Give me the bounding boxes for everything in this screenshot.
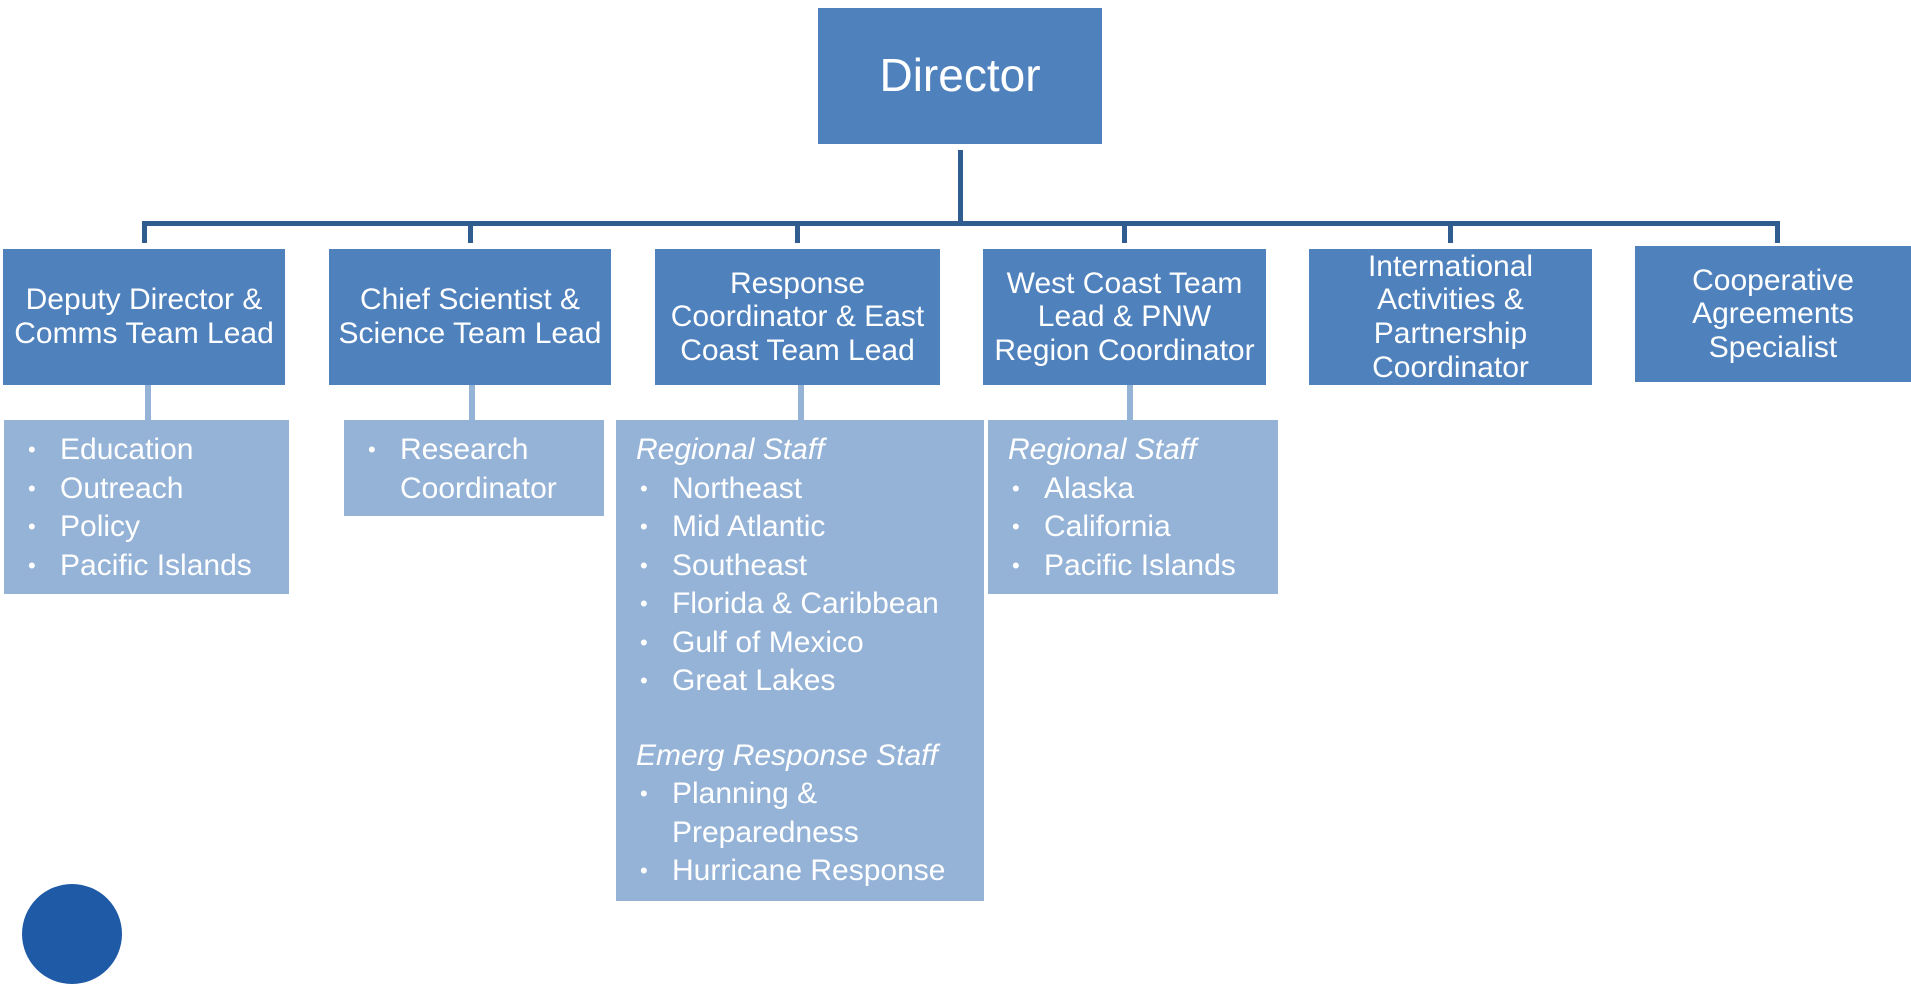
list-item: •Outreach: [28, 471, 184, 505]
list-item: •Pacific Islands: [1012, 548, 1236, 582]
position-box-cooperative: Cooperative Agreements Specialist: [1635, 246, 1911, 382]
logo: [22, 884, 122, 984]
connector-list-3: [798, 385, 804, 420]
position-title: Cooperative Agreements Specialist: [1692, 263, 1854, 364]
list-item: •Pacific Islands: [28, 548, 252, 582]
position-box-chief-scientist: Chief Scientist & Science Team Lead: [329, 249, 611, 385]
list-deputy: •Education •Outreach •Policy •Pacific Is…: [4, 420, 289, 594]
emergency-staff-heading: Emerg Response Staff: [636, 738, 938, 772]
list-item: •Hurricane Response: [640, 854, 946, 887]
position-title: Response Coordinator & East Coast Team L…: [670, 266, 925, 367]
list-science: •Research Coordinator: [344, 420, 604, 516]
list-item: •Northeast: [640, 471, 803, 505]
list-item: •Great Lakes: [640, 664, 836, 697]
list-item: •California: [1012, 510, 1171, 543]
position-title: West Coast Team Lead & PNW Region Coordi…: [994, 266, 1255, 367]
position-box-international: International Activities & Partnership C…: [1309, 249, 1592, 385]
connector-drop-6: [1775, 221, 1780, 243]
list-item: •Research Coordinator: [368, 433, 557, 505]
position-title: Chief Scientist & Science Team Lead: [338, 283, 602, 350]
list-item: •Planning & Preparedness: [640, 777, 859, 849]
director-title: Director: [879, 49, 1041, 102]
connector-horizontal: [142, 221, 1780, 226]
list-item: •Education: [28, 433, 194, 466]
connector-list-2: [469, 385, 475, 420]
director-box: Director: [818, 8, 1102, 144]
list-item: •Southeast: [640, 548, 808, 582]
list-item: •Florida & Caribbean: [640, 587, 939, 620]
list-item: •Policy: [28, 510, 141, 543]
list-westcoast: Regional Staff •Alaska •California •Paci…: [988, 420, 1278, 594]
list-item: •Alaska: [1012, 471, 1135, 505]
connector-drop-3: [795, 221, 800, 243]
connector-director-down: [958, 150, 963, 224]
position-box-west-coast: West Coast Team Lead & PNW Region Coordi…: [983, 249, 1266, 385]
connector-drop-1: [142, 221, 147, 243]
list-item: •Gulf of Mexico: [640, 625, 864, 659]
connector-list-1: [145, 385, 151, 420]
connector-list-4: [1127, 385, 1133, 420]
connector-drop-2: [468, 221, 473, 243]
list-response: Regional Staff •Northeast •Mid Atlantic …: [616, 420, 984, 901]
list-item: •Mid Atlantic: [640, 510, 826, 543]
position-box-response-coordinator: Response Coordinator & East Coast Team L…: [655, 249, 940, 385]
position-title: Deputy Director & Comms Team Lead: [14, 283, 274, 350]
position-box-deputy: Deputy Director & Comms Team Lead: [3, 249, 285, 385]
connector-drop-4: [1122, 221, 1127, 243]
position-title: International Activities & Partnership C…: [1367, 249, 1534, 384]
regional-staff-heading: Regional Staff: [636, 433, 825, 466]
connector-drop-5: [1448, 221, 1453, 243]
regional-staff-heading: Regional Staff: [1008, 433, 1197, 466]
